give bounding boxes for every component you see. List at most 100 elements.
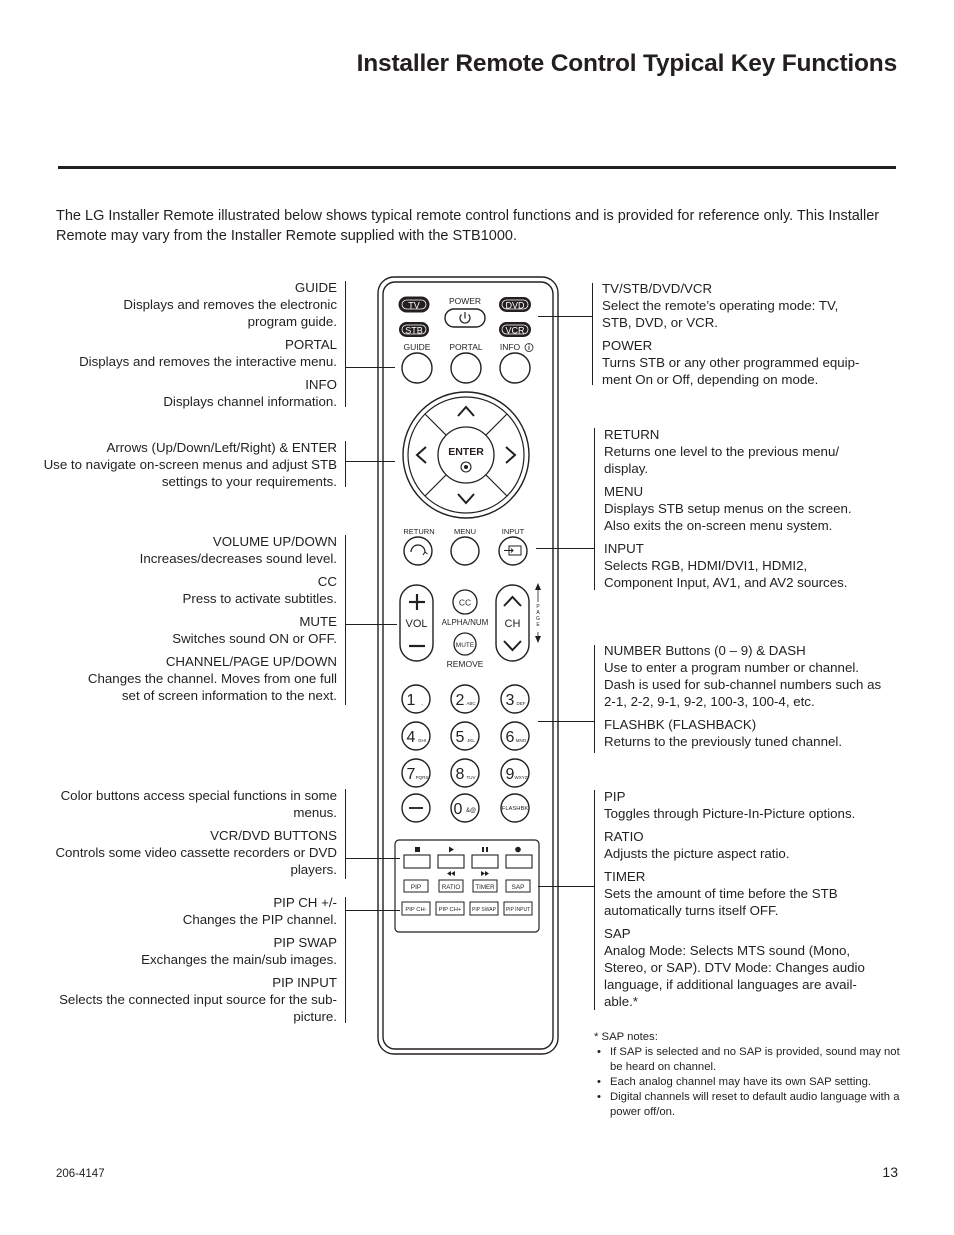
portal-desc: Displays and removes the interactive men… xyxy=(79,354,337,369)
sap-button[interactable] xyxy=(505,879,531,893)
input-button[interactable] xyxy=(498,536,528,566)
info-head: INFO xyxy=(305,377,337,392)
input-label: INPUT xyxy=(502,527,525,536)
number-key-3[interactable] xyxy=(500,684,530,714)
number-key-1[interactable] xyxy=(401,684,431,714)
tv-button[interactable] xyxy=(398,296,430,313)
stop-icon xyxy=(415,847,420,852)
dvd-label: DVD xyxy=(505,301,525,311)
nav-ring[interactable] xyxy=(407,396,525,514)
power-button[interactable] xyxy=(444,308,486,328)
portal-button[interactable] xyxy=(450,352,482,384)
flashbk-head: FLASHBK (FLASHBACK) xyxy=(604,717,757,732)
pip-ch-plus-label: PIP CH+ xyxy=(439,907,462,913)
pipswap-desc: Exchanges the main/sub images. xyxy=(141,952,337,967)
channel-desc: Changes the channel. Moves from one full… xyxy=(87,671,337,703)
alpha-num-label: ALPHA/NUM xyxy=(442,618,489,627)
vcr-button[interactable] xyxy=(499,322,531,337)
sap-label: SAP xyxy=(511,884,524,891)
timer-button[interactable] xyxy=(472,879,498,893)
arrows-desc: Use to navigate on-screen menus and adju… xyxy=(43,457,337,489)
number-key-letters: TUV xyxy=(467,775,476,780)
number-key-4[interactable] xyxy=(401,721,431,751)
number-key-letters: PQRS xyxy=(416,775,429,780)
mode-head: TV/STB/DVD/VCR xyxy=(602,281,713,296)
guide-button[interactable] xyxy=(401,352,433,384)
volume-head: VOLUME UP/DOWN xyxy=(212,534,337,549)
dvd-button[interactable] xyxy=(499,297,531,312)
brace-volume xyxy=(345,535,346,705)
return-desc: Returns one level to the previous menu/ … xyxy=(604,444,840,476)
green-button[interactable] xyxy=(437,854,465,869)
guide-head: GUIDE xyxy=(294,280,337,295)
pip-label: PIP xyxy=(411,884,421,891)
info-desc: Displays channel information. xyxy=(163,394,337,409)
flashbk-label: FLASHBK xyxy=(502,806,529,812)
brace-pip-right xyxy=(594,790,595,1010)
number-key-letters: JKL xyxy=(467,738,475,743)
ratio-button[interactable] xyxy=(438,879,464,893)
pip-input-button[interactable] xyxy=(503,901,533,916)
stb-button[interactable] xyxy=(399,322,429,337)
right-group-mode: TV/STB/DVD/VCR Select the remote’s opera… xyxy=(602,280,892,388)
left-arrow-icon[interactable] xyxy=(415,446,427,464)
zero-button[interactable] xyxy=(450,793,480,823)
volume-rocker[interactable] xyxy=(399,584,434,662)
intro-paragraph: The LG Installer Remote illustrated belo… xyxy=(56,208,880,244)
input-head: INPUT xyxy=(604,541,644,556)
pip-ch-plus-button[interactable] xyxy=(435,901,465,916)
down-arrow-icon[interactable] xyxy=(457,493,475,505)
info-button[interactable] xyxy=(499,352,531,384)
pip-swap-button[interactable] xyxy=(469,901,499,916)
menu-label: MENU xyxy=(454,527,476,536)
channel-rocker[interactable] xyxy=(495,584,530,662)
record-icon xyxy=(515,846,521,853)
tv-label: TV xyxy=(408,301,420,311)
pip-panel xyxy=(394,839,540,933)
sap-note-item: Digital channels will reset to default a… xyxy=(594,1090,914,1120)
vol-label: VOL xyxy=(405,618,427,630)
pip-row-2: PIP CH- PIP CH+ PIP SWAP PIP INPUT xyxy=(401,901,533,916)
page-label-p: P xyxy=(536,604,540,610)
pip-ch-minus-button[interactable] xyxy=(401,901,431,916)
brace-guide-info xyxy=(345,281,346,407)
leader-volume xyxy=(345,624,397,625)
left-group-volume: VOLUME UP/DOWN Increases/decreases sound… xyxy=(37,533,337,704)
return-label: RETURN xyxy=(403,527,434,536)
dash-button[interactable] xyxy=(401,793,431,823)
portal-head: PORTAL xyxy=(285,337,337,352)
mute-button[interactable] xyxy=(453,632,477,656)
up-arrow-icon[interactable] xyxy=(457,405,475,417)
color-desc: Color buttons access special functions i… xyxy=(60,788,337,820)
pip-head: PIP xyxy=(604,789,626,804)
number-key-8[interactable] xyxy=(450,758,480,788)
right-arrow-icon[interactable] xyxy=(505,446,517,464)
pip-button[interactable] xyxy=(403,879,429,893)
red-button[interactable] xyxy=(403,854,431,869)
svg-text:A: A xyxy=(536,610,540,616)
number-key-2[interactable] xyxy=(450,684,480,714)
number-key-letters: WXYZ xyxy=(515,775,528,780)
number-key-6[interactable] xyxy=(500,721,530,751)
mode-desc: Select the remote’s operating mode: TV, … xyxy=(602,298,839,330)
mute-desc: Switches sound ON or OFF. xyxy=(172,631,337,646)
blue-button[interactable] xyxy=(505,854,533,869)
vcr-label: VCR xyxy=(505,326,525,336)
page-indicator: P A G E xyxy=(535,583,541,643)
right-group-return: RETURN Returns one level to the previous… xyxy=(604,426,894,591)
enter-button[interactable] xyxy=(437,426,495,484)
number-key-5[interactable] xyxy=(450,721,480,751)
yellow-button[interactable] xyxy=(471,854,499,869)
input-desc: Selects RGB, HDMI/DVI1, HDMI2, Component… xyxy=(604,558,848,590)
brace-number xyxy=(594,645,595,753)
cc-button[interactable] xyxy=(452,589,478,615)
left-group-guide-info: GUIDE Displays and removes the electroni… xyxy=(37,279,337,410)
menu-button[interactable] xyxy=(450,536,480,566)
number-key-letters: GHI xyxy=(418,738,426,743)
number-key-9[interactable] xyxy=(500,758,530,788)
svg-text:E: E xyxy=(536,622,540,628)
number-key-7[interactable] xyxy=(401,758,431,788)
return-button[interactable] xyxy=(403,536,433,566)
flashbk-desc: Returns to the previously tuned channel. xyxy=(604,734,843,749)
flashbk-button[interactable] xyxy=(500,793,530,823)
